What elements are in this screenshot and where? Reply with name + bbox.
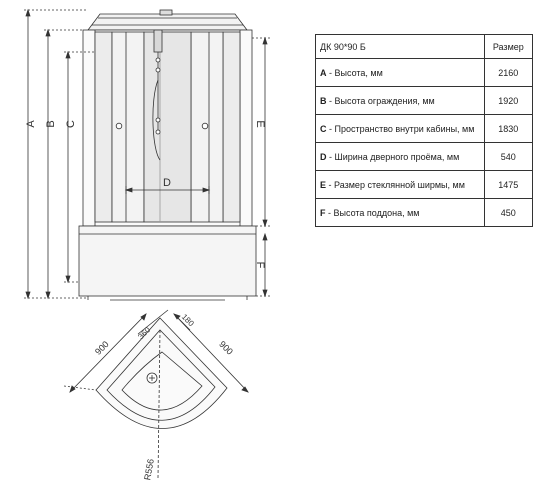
spec-row-text: - Размер стеклянной ширмы, мм [326,179,465,190]
front-view [24,8,270,301]
spec-row-label: E - Размер стеклянной ширмы, мм [315,170,485,199]
spec-row-letter: D [320,151,327,162]
dim-180-label: 180 [180,312,196,328]
spec-row-value: 2160 [483,58,534,87]
cabin-roof [87,13,248,31]
spec-row-text: - Пространство внутри кабины, мм [326,123,475,134]
door-handle-left [115,122,123,130]
dim-b-label: B [45,120,57,127]
dim-900-left-label: 900 [93,339,111,357]
spec-row-text: - Высота ограждения, мм [326,95,435,106]
spec-row-label: B - Высота ограждения, мм [315,86,485,115]
radius-label: R556 [142,458,156,481]
dim-e-label: E [254,120,266,127]
dim-360-line [137,309,169,335]
tray-outline-inner [106,329,216,421]
spec-row-value: 1475 [483,170,534,199]
spec-row-value: 1830 [483,114,534,143]
dim-c-line [64,50,95,284]
spec-row-value: 540 [483,142,534,171]
glass-panel-left [94,31,113,223]
dim-900-right-line [173,313,249,393]
dim-a-label: A [25,120,37,128]
spec-value-header: Размер [483,34,534,59]
dim-d-label: D [163,177,171,189]
spec-row-letter: B [320,95,327,106]
dim-f-line [256,232,270,298]
spec-row-text: - Высота, мм [326,67,383,78]
spec-row-label: A - Высота, мм [315,58,485,87]
door-handle-right [201,122,209,130]
top-view [63,309,249,479]
spec-row-label: D - Ширина дверного проёма, мм [315,142,485,171]
spec-row-value: 450 [483,198,534,227]
shower-hose [152,79,161,161]
massage-jet-1 [155,117,161,123]
spec-model-header: ДК 90*90 Б [315,34,485,59]
spec-row: D - Ширина дверного проёма, мм 540 [315,142,534,171]
spec-row: A - Высота, мм 2160 [315,58,534,87]
tray-outline-outer [95,317,228,429]
dim-900-left-line [69,313,147,393]
spec-row-label: F - Высота поддона, мм [315,198,485,227]
dim-d-line [124,186,211,194]
spec-row-text: - Высота поддона, мм [325,207,420,218]
dim-b-line [44,28,83,300]
spec-table: ДК 90*90 Б Размер A - Высота, мм 2160 B … [315,34,534,227]
spec-row: F - Высота поддона, мм 450 [315,198,534,227]
dim-e-line [252,36,270,228]
spec-row-text: - Ширина дверного проёма, мм [326,151,460,162]
roof-vent [159,9,173,16]
dim-f-label: F [254,262,266,269]
shower-tray [78,225,257,297]
dim-a-line [24,8,88,300]
dim-180-line [177,317,191,331]
back-panel [143,31,192,223]
spec-row: C - Пространство внутри кабины, мм 1830 [315,114,534,143]
dim-c-label: C [65,120,77,128]
tray-basin [121,351,203,411]
spec-row-letter: A [320,67,327,78]
spec-row-letter: F [320,207,326,218]
spec-row-letter: E [320,179,327,190]
spec-row: E - Размер стеклянной ширмы, мм 1475 [315,170,534,199]
massage-jet-2 [155,129,161,135]
dim-900-right-label: 900 [217,339,235,357]
spec-row-letter: C [320,123,327,134]
shower-control-2 [155,67,161,73]
spec-row-value: 1920 [483,86,534,115]
spec-row-label: C - Пространство внутри кабины, мм [315,114,485,143]
shower-control-1 [155,57,161,63]
shower-column [153,29,163,53]
glass-panel-right [222,31,241,223]
spec-header-row: ДК 90*90 Б Размер [315,34,534,59]
spec-row: B - Высота ограждения, мм 1920 [315,86,534,115]
